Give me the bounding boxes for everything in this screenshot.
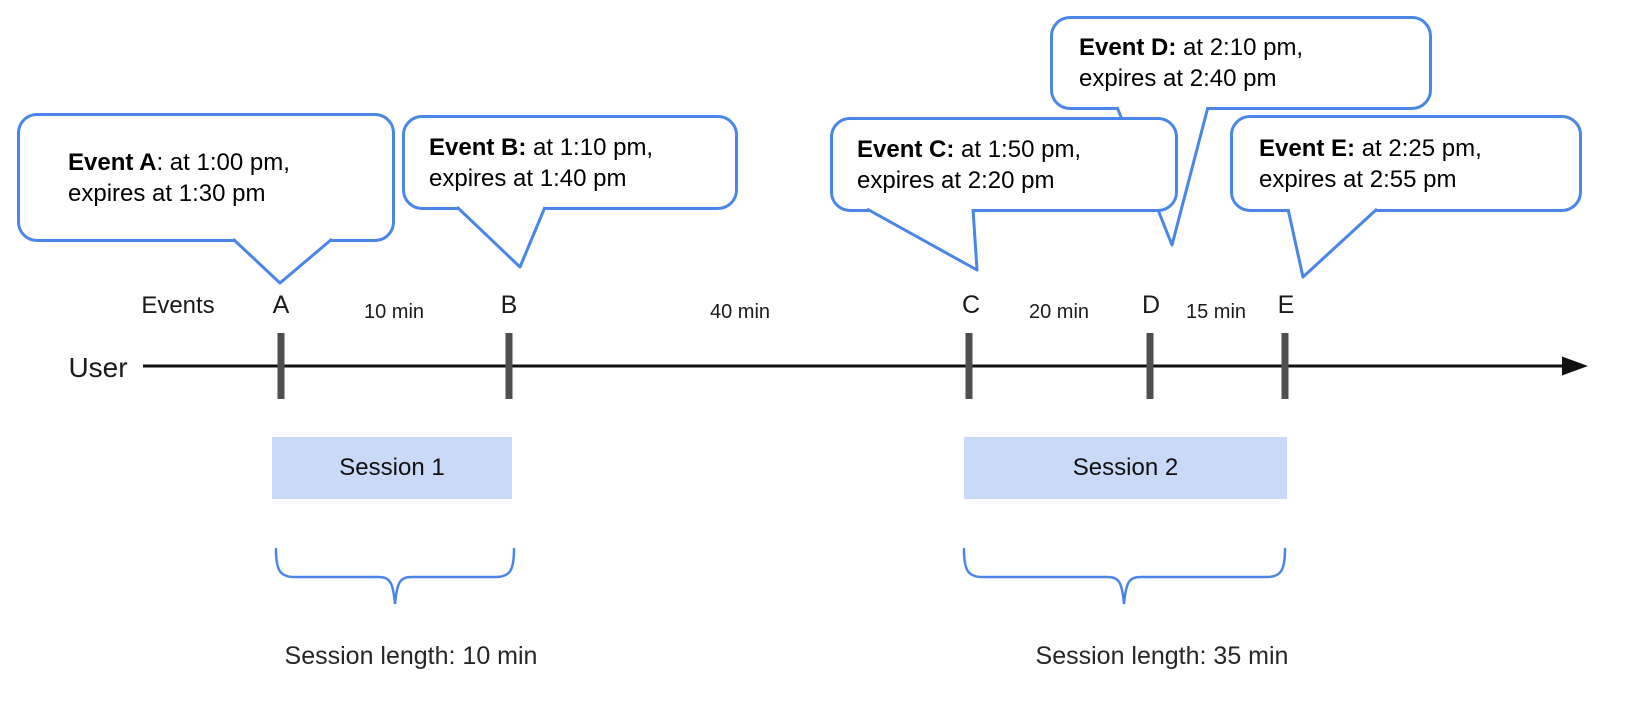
marker-e: E [1277, 291, 1295, 319]
event-b-expiry: expires at 1:40 pm [429, 164, 627, 192]
interval-c-d: 20 min [1028, 301, 1090, 323]
session-1-bar: Session 1 [272, 437, 512, 499]
event-a-time: : at 1:00 pm, [156, 148, 290, 176]
event-b-callout-text: Event B: at 1:10 pm, expires at 1:40 pm [429, 132, 653, 194]
tick-event-e [1281, 333, 1289, 399]
session-2-bar: Session 2 [964, 437, 1287, 499]
tick-event-c [965, 333, 973, 399]
event-a-callout: Event A: at 1:00 pm, expires at 1:30 pm [17, 113, 395, 242]
event-e-name: Event E: [1259, 134, 1356, 162]
user-row-label: User [68, 352, 128, 383]
event-b-time: at 1:10 pm, [526, 133, 654, 161]
event-c-expiry: expires at 2:20 pm [857, 166, 1055, 194]
interval-b-c: 40 min [709, 301, 771, 323]
session-2-brace [962, 547, 1287, 605]
event-c-line1: Event C: at 1:50 pm, [857, 134, 1081, 165]
event-c-callout: Event C: at 1:50 pm, expires at 2:20 pm [830, 117, 1178, 212]
session-1-length-label: Session length: 10 min [284, 642, 538, 670]
marker-d: D [1141, 291, 1161, 319]
session-2-length-label: Session length: 35 min [1035, 642, 1289, 670]
event-c-callout-text: Event C: at 1:50 pm, expires at 2:20 pm [857, 134, 1081, 196]
event-d-callout: Event D: at 2:10 pm, expires at 2:40 pm [1050, 16, 1432, 110]
event-d-callout-text: Event D: at 2:10 pm, expires at 2:40 pm [1079, 32, 1303, 94]
interval-a-b: 10 min [363, 301, 425, 323]
marker-a: A [272, 291, 290, 319]
event-c-name: Event C: [857, 135, 955, 163]
event-d-expiry: expires at 2:40 pm [1079, 65, 1277, 92]
tick-event-a [277, 333, 285, 399]
event-d-name: Event D: [1079, 34, 1177, 61]
marker-c: C [961, 291, 981, 319]
event-a-callout-tail [231, 237, 333, 285]
tick-event-b [505, 333, 513, 399]
event-b-callout: Event B: at 1:10 pm, expires at 1:40 pm [402, 115, 738, 210]
session-2-label: Session 2 [1072, 454, 1179, 481]
event-a-line1: Event A: at 1:00 pm, [68, 147, 290, 178]
tick-event-d [1146, 333, 1154, 399]
event-e-callout: Event E: at 2:25 pm, expires at 2:55 pm [1230, 115, 1582, 212]
interval-d-e: 15 min [1185, 301, 1247, 323]
timeline-arrowhead-icon [1562, 356, 1588, 376]
event-e-expiry: expires at 2:55 pm [1259, 165, 1457, 193]
event-e-line1: Event E: at 2:25 pm, [1259, 133, 1482, 164]
event-a-name: Event A [68, 148, 157, 176]
event-e-callout-tail [1286, 207, 1379, 279]
session-1-brace [274, 547, 516, 605]
event-c-time: at 1:50 pm, [954, 135, 1082, 163]
event-e-time: at 2:25 pm, [1355, 134, 1482, 162]
events-row-label: Events [141, 292, 215, 319]
event-e-callout-text: Event E: at 2:25 pm, expires at 2:55 pm [1259, 133, 1482, 195]
event-a-expiry: expires at 1:30 pm [68, 179, 266, 207]
event-c-callout-tail [866, 207, 979, 272]
event-b-line1: Event B: at 1:10 pm, [429, 132, 653, 163]
event-a-callout-text: Event A: at 1:00 pm, expires at 1:30 pm [68, 147, 290, 209]
marker-b: B [500, 291, 518, 319]
event-d-line1: Event D: at 2:10 pm, [1079, 32, 1303, 63]
session-1-label: Session 1 [339, 454, 445, 481]
event-b-name: Event B: [429, 133, 527, 161]
event-b-callout-tail [455, 205, 547, 269]
event-d-time: at 2:10 pm, [1176, 34, 1304, 61]
